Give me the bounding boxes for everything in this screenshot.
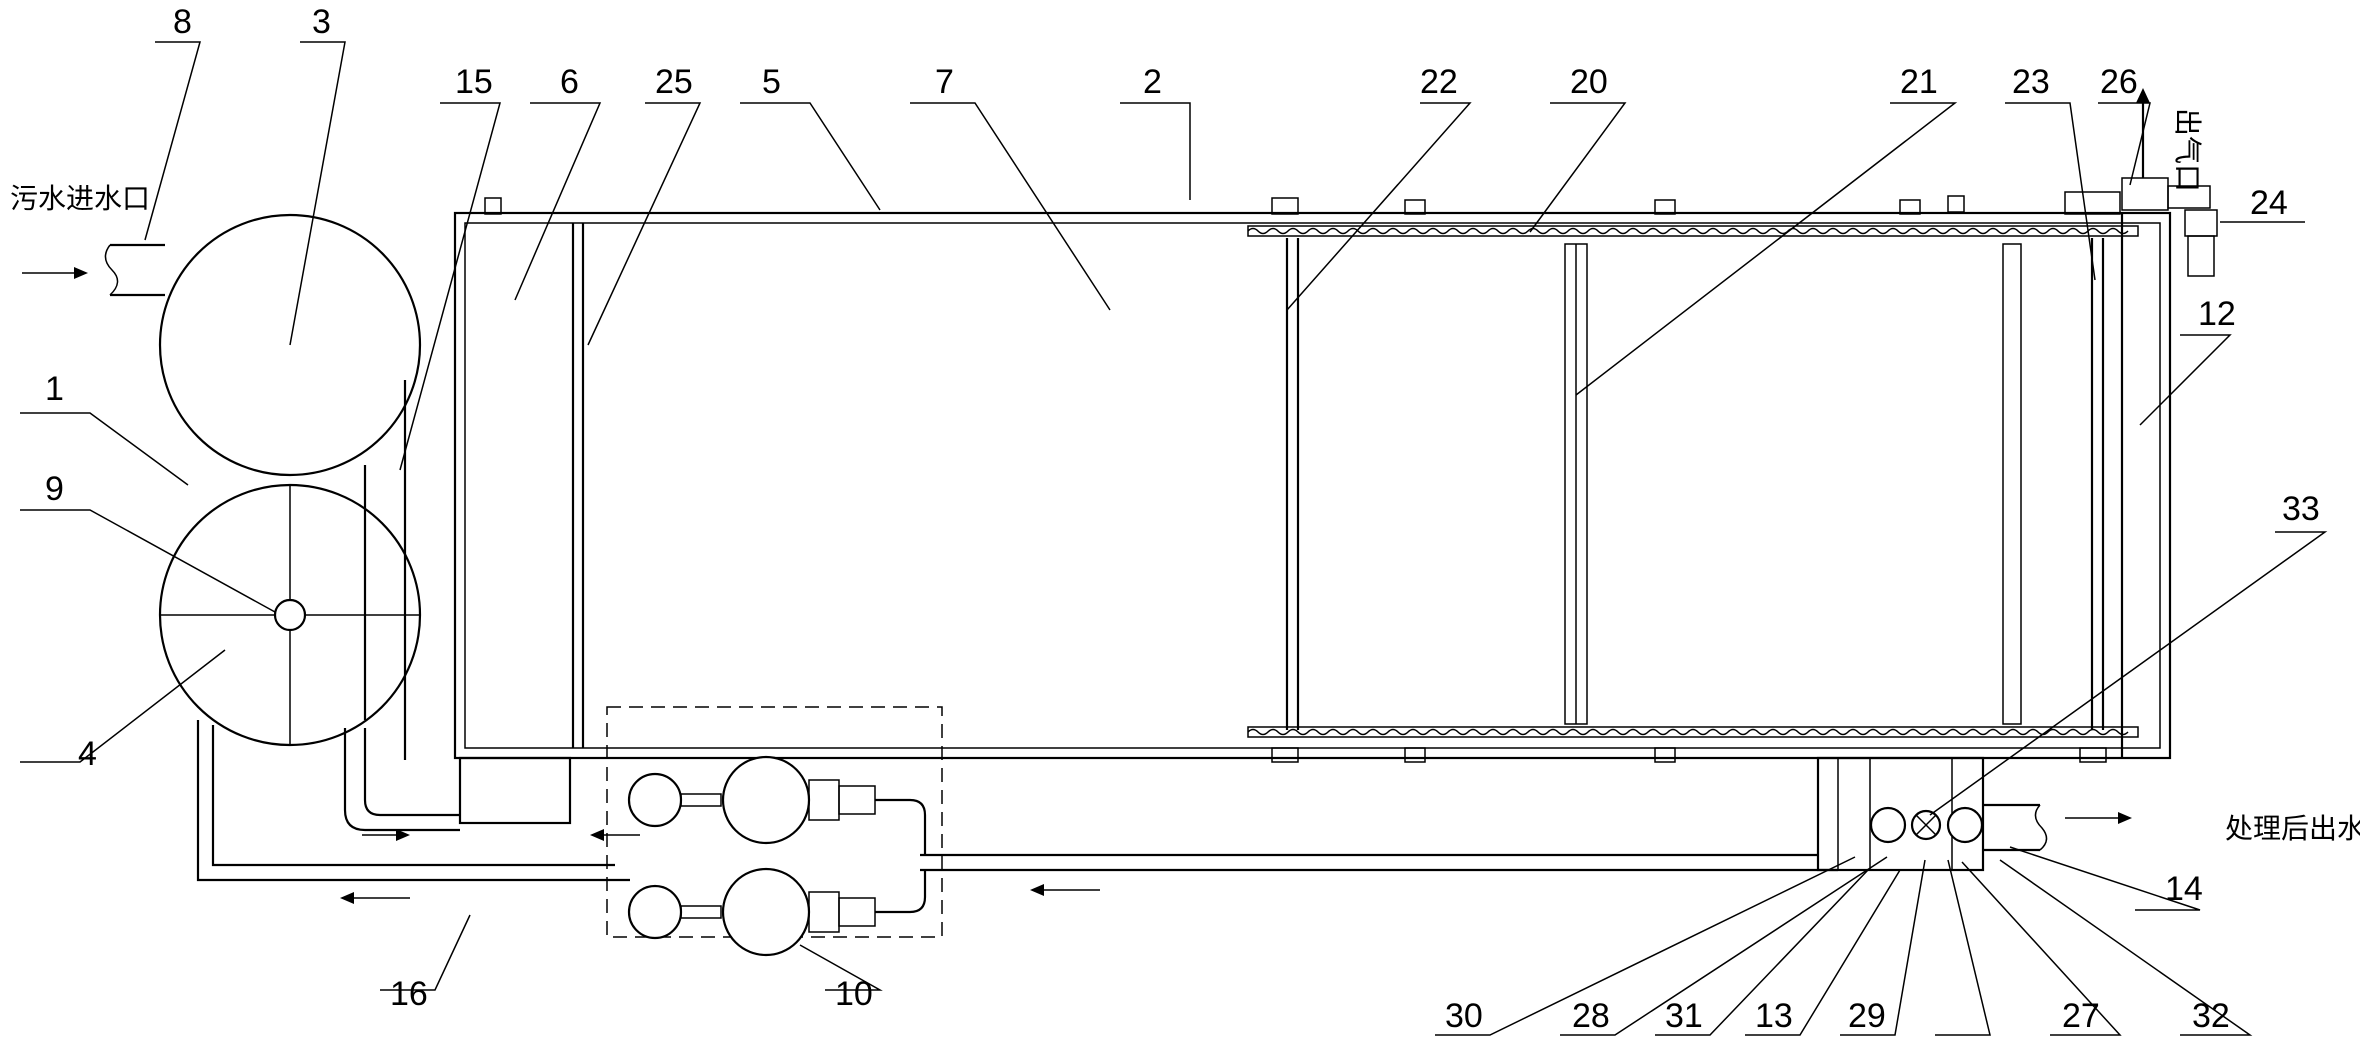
top-nozzle-right bbox=[1947, 195, 1965, 213]
callout-21: 21 bbox=[1900, 63, 1938, 101]
callout-23: 23 bbox=[2012, 63, 2050, 101]
callout-32: 32 bbox=[2192, 997, 2230, 1035]
callout-29: 29 bbox=[1848, 997, 1886, 1035]
callout-10: 10 bbox=[835, 975, 873, 1013]
chain-top bbox=[1247, 197, 2139, 237]
pump-lower bbox=[627, 867, 927, 957]
callout-26: 26 bbox=[2100, 63, 2138, 101]
top-nozzle-left bbox=[484, 197, 502, 215]
inlet-label: 污水进水口 bbox=[10, 183, 150, 214]
main-tank-outer bbox=[453, 211, 2172, 760]
outlet-pipe-14 bbox=[1983, 803, 2048, 852]
main-tank-inner bbox=[464, 222, 2161, 749]
flow-arrows bbox=[340, 829, 1100, 904]
callout-31: 31 bbox=[1665, 997, 1703, 1035]
callout-8: 8 bbox=[173, 3, 192, 41]
inlet-flow-arrow bbox=[22, 267, 88, 279]
outlet-label: 处理后出水口 bbox=[2225, 813, 2360, 844]
callout-2: 2 bbox=[1143, 63, 1162, 101]
callout-28: 28 bbox=[1572, 997, 1610, 1035]
callout-15: 15 bbox=[455, 63, 493, 101]
return-pipes bbox=[196, 720, 1838, 882]
callout-12: 12 bbox=[2198, 295, 2236, 333]
callout-33: 33 bbox=[2282, 490, 2320, 528]
callout-5: 5 bbox=[762, 63, 781, 101]
chain-bottom bbox=[1247, 726, 2139, 763]
callout-4: 4 bbox=[78, 735, 97, 773]
callout-14: 14 bbox=[2165, 870, 2203, 908]
outlet-port-31 bbox=[1869, 806, 1907, 844]
pipe-15 bbox=[363, 380, 407, 760]
callout-27: 27 bbox=[2062, 997, 2100, 1035]
pump-manifold bbox=[458, 756, 572, 825]
leader-lines bbox=[20, 41, 2328, 1036]
outlet-port-32 bbox=[1946, 806, 1984, 844]
callout-25: 25 bbox=[655, 63, 693, 101]
callout-9: 9 bbox=[45, 470, 64, 508]
callout-13: 13 bbox=[1755, 997, 1793, 1035]
callout-1: 1 bbox=[45, 370, 64, 408]
inlet-pipe bbox=[104, 243, 165, 297]
hub-9 bbox=[273, 598, 307, 632]
pump-upper bbox=[627, 755, 927, 855]
callout-7: 7 bbox=[935, 63, 954, 101]
callout-24: 24 bbox=[2250, 184, 2288, 222]
drive-unit bbox=[2064, 177, 2218, 277]
callout-6: 6 bbox=[560, 63, 579, 101]
callout-numbers: 8 3 15 6 25 5 7 2 22 20 21 23 26 24 12 3… bbox=[45, 3, 2320, 1035]
callout-3: 3 bbox=[312, 3, 331, 41]
callout-20: 20 bbox=[1570, 63, 1608, 101]
exhaust-label: 出气口 bbox=[2172, 108, 2203, 192]
exhaust-arrow bbox=[2136, 88, 2150, 178]
callout-16: 16 bbox=[390, 975, 428, 1013]
outlet-box bbox=[1816, 756, 1985, 872]
scraper-frame bbox=[1285, 213, 2124, 758]
tank-4 bbox=[158, 483, 422, 747]
outlet-flow-arrow bbox=[2065, 812, 2132, 824]
callout-30: 30 bbox=[1445, 997, 1483, 1035]
callout-22: 22 bbox=[1420, 63, 1458, 101]
